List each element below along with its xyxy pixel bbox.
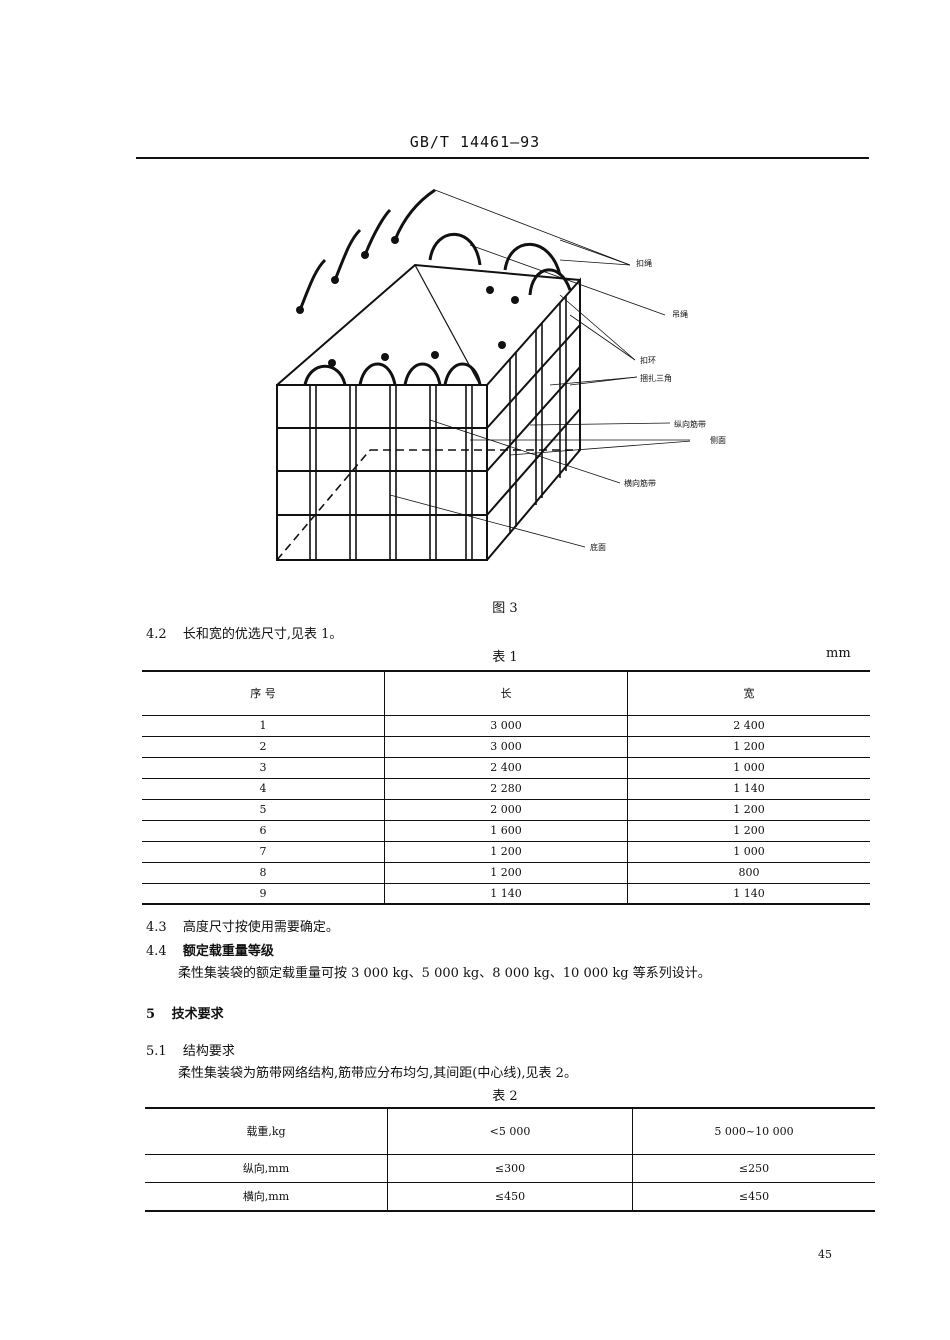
section-body-5-1: 柔性集装袋为筋带网络结构,筋带应分布均匀,其间距(中心线),见表 2。 [178,1066,577,1081]
table1-header-length: 长 [384,671,628,715]
label-hengxiang: 横向筋带 [624,479,656,488]
table1-cell: 2 [142,736,385,757]
table1-cell: 1 600 [384,820,628,841]
label-zongxiang: 纵向筋带 [674,420,706,429]
table2-header-load: 载重,kg [145,1108,388,1154]
table2-title: 表 2 [492,1089,518,1104]
label-dimian: 底面 [590,543,606,552]
table1-cell: 2 400 [733,719,765,732]
section-number-5: 5 [146,1007,156,1022]
table1-cell: 1 [142,715,385,736]
table1-cell: 3 [142,757,385,778]
table1-cell: 1 140 [384,883,628,904]
table1-cell: 1 000 [733,761,765,774]
section-number-5-1: 5.1 [146,1044,167,1059]
table1-cell: 1 140 [733,886,765,900]
table1-cell: 2 280 [384,778,628,799]
label-diaosheng: 吊绳 [672,310,688,319]
section-number-4-4: 4.4 [146,944,167,959]
table1-cell: 2 000 [384,799,628,820]
table1-cell: 8 [142,862,385,883]
table1-cell: 1 200 [733,803,765,816]
header-rule [136,157,869,159]
table2-row-longitudinal: 纵向,mm ≤300 ≤250 [145,1154,875,1182]
table1-cell: 7 [142,841,385,862]
table1-cell: 3 000 [384,715,628,736]
standard-code: GB/T 14461—93 [409,133,541,151]
table1-cell: 800 [738,866,760,879]
page-number: 45 [818,1248,832,1261]
table1-cell: 1 200 [384,841,628,862]
table1-cell: 5 [142,799,385,820]
table1-cell: 6 [142,820,385,841]
table2-cell: ≤300 [387,1154,633,1182]
section-text-4-3: 高度尺寸按使用需要确定。 [182,920,339,935]
table2-header-row: 载重,kg <5 000 5 000~10 000 [145,1108,875,1154]
section-title-4-4: 额定载重量等级 [182,944,274,959]
figure-bulk-bag-diagram [276,188,690,561]
table1-cell: 1 200 [733,740,765,753]
label-kunzha: 捆扎三角 [640,374,672,383]
table2-header-lt5000: <5 000 [387,1108,633,1154]
label-cemian: 侧面 [710,436,726,445]
table2-cell: ≤450 [738,1189,770,1203]
side-face [486,277,581,561]
table1-header-row: 序 号 长 宽 [142,671,870,715]
section-body-4-4: 柔性集装袋的额定载重量可按 3 000 kg、5 000 kg、8 000 kg… [178,966,711,981]
table1-cell: 1 200 [733,824,765,837]
table1-header-width: 宽 [743,687,755,701]
table1-cell: 3 000 [384,736,628,757]
section-number-4-2: 4.2 [146,627,167,642]
table2-row-transverse: 横向,mm ≤450 ≤450 [145,1182,875,1211]
front-face [276,384,488,561]
table2-cell: 横向,mm [145,1182,388,1211]
label-koushen: 扣绳 [636,259,652,268]
table1-cell: 1 140 [733,782,765,795]
table1-cell: 1 200 [384,862,628,883]
table1-header-seq: 序 号 [142,671,385,715]
table1-cell: 4 [142,778,385,799]
figure-caption: 图 3 [492,601,518,616]
table1-cell: 2 400 [384,757,628,778]
section-text-4-2: 长和宽的优选尺寸,见表 1。 [182,627,343,642]
section-number-4-3: 4.3 [146,920,167,935]
table-2: 载重,kg <5 000 5 000~10 000 纵向,mm ≤300 ≤25… [145,1107,875,1212]
table2-cell: ≤250 [738,1161,770,1175]
table2-cell: ≤450 [387,1182,633,1211]
section-title-5: 技术要求 [171,1007,224,1022]
table2-header-5000-10000: 5 000~10 000 [714,1124,794,1138]
table1-cell: 9 [142,883,385,904]
table1-unit: mm [826,646,851,661]
table1-cell: 1 000 [733,845,765,858]
section-title-5-1: 结构要求 [182,1044,235,1059]
table1-title: 表 1 [492,650,518,665]
label-kouhuan: 扣环 [640,356,656,365]
table2-cell: 纵向,mm [145,1154,388,1182]
